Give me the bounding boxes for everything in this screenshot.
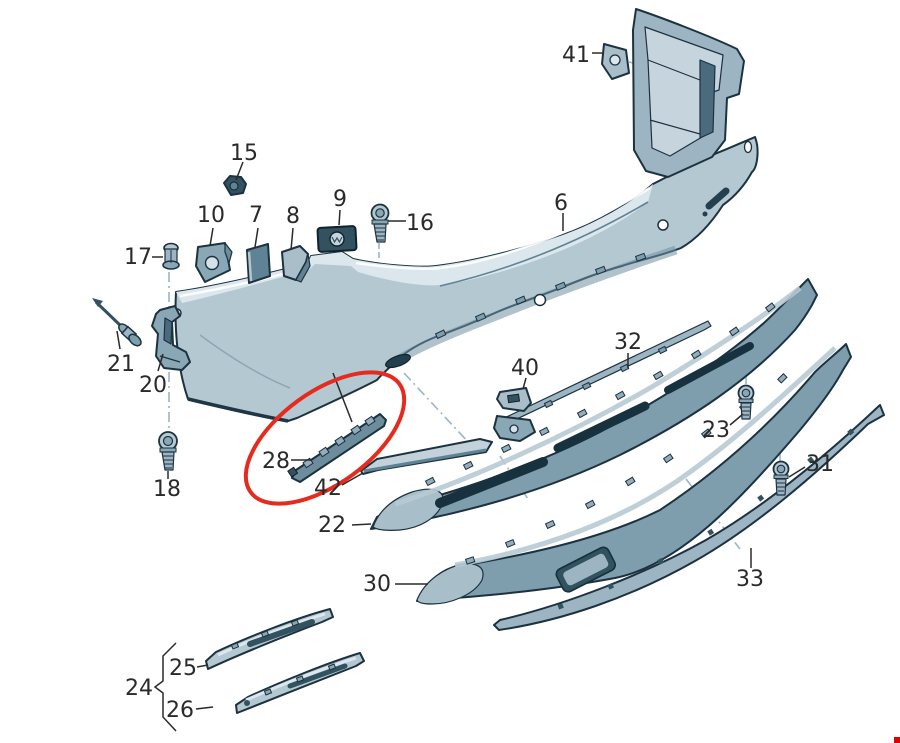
part-26-trim bbox=[235, 652, 365, 714]
part-22-trim-strip bbox=[370, 278, 818, 531]
callout-21[interactable]: 21 bbox=[107, 352, 135, 377]
callout-leader-lines bbox=[116, 52, 806, 732]
part-31-screw bbox=[772, 460, 790, 496]
part-23-screw bbox=[737, 384, 755, 420]
bracket-24-brace bbox=[153, 642, 177, 732]
callout-18[interactable]: 18 bbox=[153, 477, 181, 502]
callout-22[interactable]: 22 bbox=[318, 513, 346, 538]
callout-23[interactable]: 23 bbox=[702, 418, 730, 443]
part-32-strip bbox=[493, 320, 712, 442]
part-21-rivet-pin bbox=[92, 298, 142, 347]
callout-28[interactable]: 28 bbox=[262, 449, 290, 474]
part-42-reflector bbox=[360, 438, 493, 475]
part-41-plate bbox=[601, 43, 630, 80]
callout-40[interactable]: 40 bbox=[511, 356, 539, 381]
part-15-nut bbox=[223, 175, 247, 196]
sensor-hole bbox=[743, 140, 753, 154]
highlight-ellipse bbox=[243, 370, 407, 506]
part-8-cap bbox=[281, 245, 311, 283]
callout-7[interactable]: 7 bbox=[249, 203, 263, 228]
callout-25[interactable]: 25 bbox=[169, 656, 197, 681]
callout-9[interactable]: 9 bbox=[333, 187, 347, 212]
callout-26[interactable]: 26 bbox=[166, 698, 194, 723]
strip-22-tabs bbox=[424, 302, 776, 487]
part-20-bracket bbox=[151, 305, 191, 371]
sensor-hole bbox=[657, 219, 669, 231]
callout-31[interactable]: 31 bbox=[806, 452, 834, 477]
part-9-plate bbox=[316, 225, 358, 253]
callout-labels: 41 6 15 10 7 8 9 16 17 21 20 18 28 42 22… bbox=[107, 43, 834, 723]
part-40-clip bbox=[496, 387, 532, 412]
part-17-rivet bbox=[162, 242, 180, 270]
part-33-strip bbox=[493, 404, 885, 631]
callout-30[interactable]: 30 bbox=[363, 572, 391, 597]
part-16-screw bbox=[370, 203, 390, 243]
callout-6[interactable]: 6 bbox=[554, 191, 568, 216]
corner-marker bbox=[894, 737, 900, 743]
part-7-plate bbox=[246, 243, 271, 284]
cover-clip-tabs bbox=[434, 252, 647, 340]
part-25-trim bbox=[205, 608, 334, 670]
cover-slot bbox=[705, 187, 730, 210]
exhaust-cutout bbox=[555, 546, 617, 593]
callout-20[interactable]: 20 bbox=[139, 373, 167, 398]
callout-32[interactable]: 32 bbox=[614, 330, 642, 355]
callout-8[interactable]: 8 bbox=[286, 204, 300, 229]
cover-hole bbox=[702, 211, 708, 217]
part-30-diffuser bbox=[416, 343, 852, 605]
callout-16[interactable]: 16 bbox=[406, 211, 434, 236]
sensor-hole bbox=[533, 293, 547, 307]
callout-42[interactable]: 42 bbox=[314, 476, 342, 501]
callout-24[interactable]: 24 bbox=[125, 676, 153, 701]
cover-side-wing bbox=[632, 8, 745, 178]
part-10-bracket bbox=[195, 242, 233, 283]
callout-33[interactable]: 33 bbox=[736, 567, 764, 592]
callout-15[interactable]: 15 bbox=[230, 141, 258, 166]
strip-33-nubs bbox=[557, 428, 855, 610]
callout-10[interactable]: 10 bbox=[197, 203, 225, 228]
callout-41[interactable]: 41 bbox=[562, 43, 590, 68]
part-18-screw bbox=[158, 431, 178, 471]
callout-17[interactable]: 17 bbox=[124, 245, 152, 270]
cover-slot bbox=[385, 353, 411, 369]
